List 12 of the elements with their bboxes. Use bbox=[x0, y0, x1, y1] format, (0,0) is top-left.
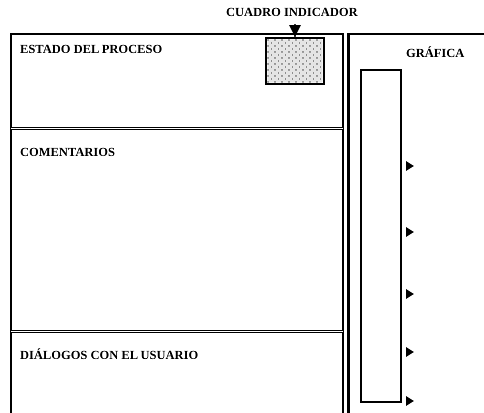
arrow bbox=[289, 24, 301, 37]
panel-title: COMENTARIOS bbox=[19, 144, 116, 158]
comments-panel bbox=[10, 130, 344, 330]
process-status-panel bbox=[10, 33, 344, 130]
indicator-box bbox=[265, 37, 325, 85]
panel-title: GRÁFICA bbox=[405, 45, 466, 60]
graph-panel bbox=[347, 33, 484, 413]
bar-gauge bbox=[360, 69, 402, 403]
panel-title: DIÁLOGOS CON EL USUARIO bbox=[19, 347, 200, 362]
user-dialog-panel bbox=[10, 330, 344, 413]
panel-title: ESTADO DEL PROCESO bbox=[19, 41, 164, 56]
panel-title: CUADRO INDICADOR bbox=[226, 6, 356, 18]
